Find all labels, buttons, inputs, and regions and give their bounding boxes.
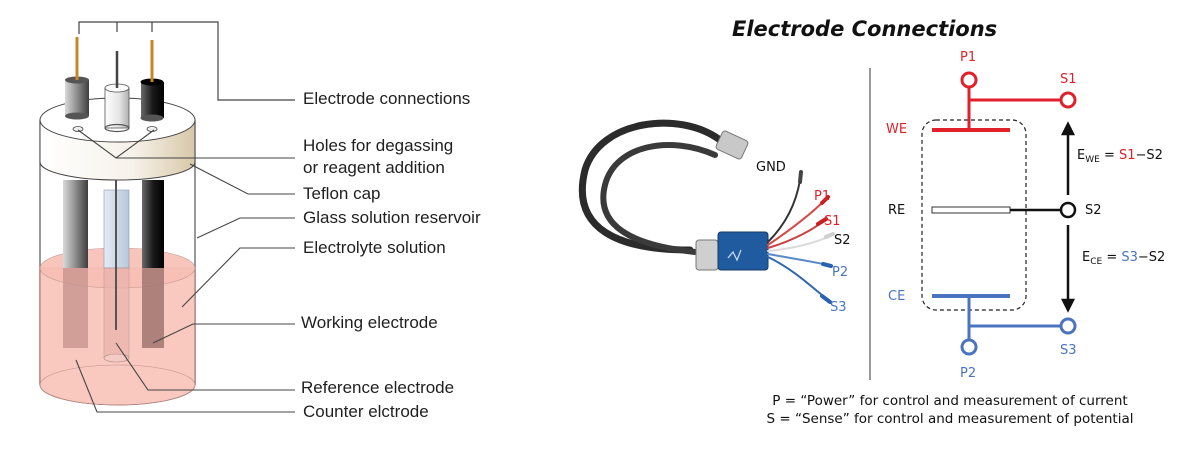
legend-sense: S = “Sense” for control and measurement … [766, 411, 1134, 427]
cable-label-p1: P1 [814, 189, 831, 204]
cell-boundary [921, 119, 1027, 311]
schematic-label-ce: CE [888, 289, 906, 304]
cable-loop-inner [600, 142, 718, 255]
electrode-schematic [869, 68, 1077, 380]
plug-p1 [820, 195, 830, 205]
schematic-label-s3: S3 [1060, 343, 1077, 358]
dsub-connector-box [695, 239, 719, 271]
interface-box [717, 231, 769, 271]
schematic-label-p1: P1 [960, 50, 977, 65]
plug-s3 [820, 294, 832, 304]
legend-power: P = “Power” for control and measurement … [772, 393, 1128, 409]
plug-s1 [816, 217, 828, 226]
ewe-arrowhead [1060, 121, 1076, 136]
label-reference-electrode: Reference electrode [301, 378, 455, 397]
re-electrode [931, 206, 1011, 214]
label-electrolyte-solution: Electrolyte solution [303, 238, 446, 257]
ewe-equation: EWE = S1−S2 [1077, 148, 1163, 165]
cable-label-s3: S3 [830, 300, 847, 315]
leader-lines [75, 129, 295, 413]
figure-title: Electrode Connections [732, 17, 998, 41]
counter-electrode-top [65, 37, 89, 120]
re-circuit [931, 201, 1077, 219]
schematic-label-re: RE [888, 203, 906, 218]
cable-loop-outer [578, 119, 724, 254]
ece-equation: ECE = S3−S2 [1082, 250, 1166, 267]
electrochemical-cell-diagram [39, 21, 295, 413]
s2-terminal [1059, 201, 1077, 219]
cable-label-s2: S2 [834, 233, 851, 248]
label-electrode-connections: Electrode connections [303, 89, 471, 108]
working-electrode-rod [142, 180, 164, 348]
counter-electrode-rod [63, 180, 88, 348]
reference-electrode-tube [103, 150, 130, 363]
cable-label-gnd: GND [756, 160, 786, 175]
cable-photo [578, 119, 835, 304]
p2-terminal [960, 338, 978, 356]
plug-gnd [798, 170, 803, 184]
label-holes-line1: Holes for degassing [303, 136, 454, 155]
working-electrode-top [140, 40, 164, 122]
schematic-label-we: WE [886, 122, 908, 137]
label-counter-electrode: Counter elctrode [303, 402, 429, 421]
s1-terminal [1059, 91, 1077, 109]
label-holes-line2: or reagent addition [303, 158, 445, 177]
schematic-label-s2: S2 [1085, 203, 1102, 218]
lead-p2 [767, 253, 829, 266]
schematic-label-s1: S1 [1060, 72, 1077, 87]
we-circuit [932, 71, 1077, 132]
schematic-label-p2: P2 [960, 366, 977, 381]
plug-p2 [821, 262, 833, 268]
label-teflon-cap: Teflon cap [303, 184, 381, 203]
degassing-hole [146, 126, 158, 132]
connection-bracket [78, 21, 295, 101]
label-working-electrode: Working electrode [301, 313, 438, 332]
degassing-hole [72, 126, 84, 132]
cable-label-s1: S1 [824, 214, 841, 229]
reference-electrode-top [104, 51, 130, 133]
cable-label-p2: P2 [832, 265, 849, 280]
lead-gnd [767, 179, 801, 243]
dsub-connector-top [715, 130, 749, 160]
s3-terminal [1059, 317, 1077, 335]
p1-terminal [960, 71, 978, 89]
ece-arrowhead [1060, 298, 1076, 313]
label-glass-reservoir: Glass solution reservoir [303, 208, 481, 227]
ce-circuit [932, 294, 1077, 356]
plug-s2 [824, 232, 835, 239]
